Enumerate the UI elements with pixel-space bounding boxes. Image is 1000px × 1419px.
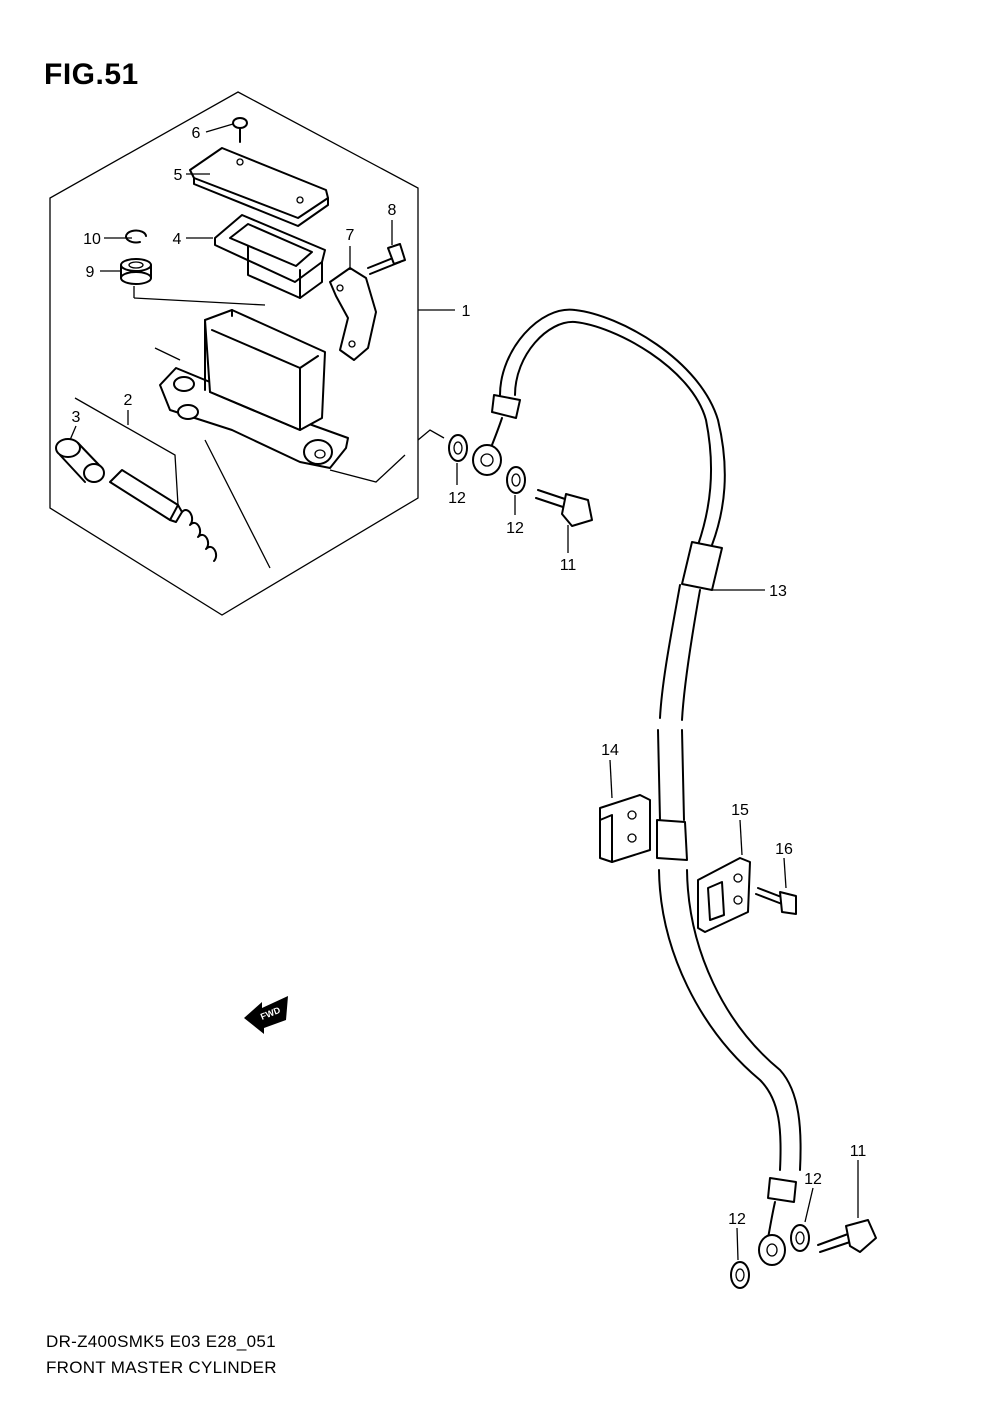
part-9-boot	[120, 258, 152, 285]
figure-title: FIG.51	[44, 58, 139, 91]
callout-6: 6	[192, 125, 201, 142]
callout-13: 13	[769, 583, 787, 600]
part-10-circlip	[125, 229, 147, 244]
callout-5: 5	[174, 167, 183, 184]
part-7-clamp	[329, 267, 377, 361]
callout-1: 1	[462, 303, 471, 320]
callout-12-d: 12	[728, 1211, 746, 1228]
part-6-screw	[232, 117, 248, 143]
part-2-piston-set	[109, 469, 218, 562]
callout-4: 4	[173, 231, 182, 248]
callout-2: 2	[124, 392, 133, 409]
part-16-bolt	[755, 887, 797, 915]
callout-9: 9	[86, 264, 95, 281]
callout-11-a: 11	[560, 557, 577, 574]
part-12-washers	[448, 434, 810, 1289]
part-15-hose-clamp	[697, 857, 751, 933]
callout-14: 14	[601, 742, 619, 759]
callout-10: 10	[83, 231, 101, 248]
part-14-hose-guide	[599, 794, 651, 863]
assembly-outline	[49, 91, 419, 616]
callout-16: 16	[775, 841, 793, 858]
callout-12-a: 12	[448, 490, 466, 507]
callout-12-c: 12	[804, 1171, 822, 1188]
part-13-brake-hose	[472, 308, 802, 1266]
model-code: DR-Z400SMK5 E03 E28_051	[46, 1332, 276, 1351]
callout-12-b: 12	[506, 520, 524, 537]
part-1-master-cylinder-body	[159, 309, 349, 469]
callout-3: 3	[72, 409, 81, 426]
fwd-arrow: FWD	[244, 996, 288, 1034]
part-8-bolt	[367, 243, 406, 275]
part-4-diaphragm	[214, 214, 326, 299]
figure-name: FRONT MASTER CYLINDER	[46, 1358, 277, 1377]
part-3-boot	[55, 438, 105, 483]
part-5-reservoir-cap	[189, 147, 329, 227]
callout-11-b: 11	[850, 1143, 867, 1160]
callout-15: 15	[731, 802, 749, 819]
callout-7: 7	[346, 227, 355, 244]
callout-8: 8	[388, 202, 397, 219]
part-11-union-bolts	[535, 489, 877, 1253]
leader-lines	[69, 123, 859, 1261]
